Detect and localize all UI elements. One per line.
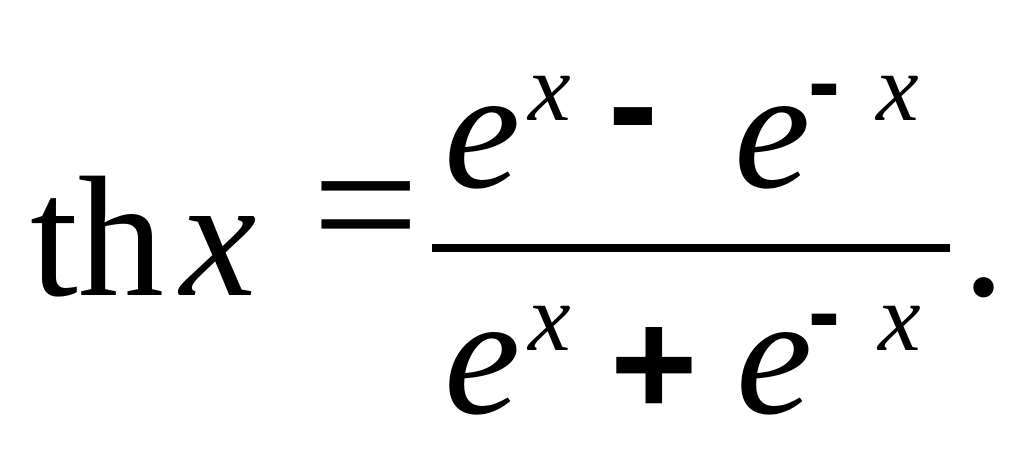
denominator-operator: +	[610, 279, 698, 447]
terminal-period: .	[962, 143, 1005, 333]
variable-x: x	[180, 143, 257, 333]
denominator-exponent-2-var: x	[878, 264, 921, 371]
function-name-th: th	[30, 143, 164, 333]
denominator-exponent-2-sign: -	[808, 258, 840, 365]
denominator-base-2: e	[736, 261, 813, 451]
fraction-bar	[432, 244, 950, 252]
numerator-base-2: e	[734, 35, 811, 225]
denominator-base-1: e	[444, 261, 521, 451]
denominator-exponent-1: x	[528, 264, 571, 371]
numerator-operator: -	[608, 19, 658, 187]
numerator-exponent-2-var: x	[876, 34, 919, 141]
equals-sign: =	[312, 100, 420, 310]
numerator-exponent-2-sign: -	[808, 28, 840, 135]
numerator-base-1: e	[444, 35, 521, 225]
numerator-exponent-1: x	[528, 34, 571, 141]
